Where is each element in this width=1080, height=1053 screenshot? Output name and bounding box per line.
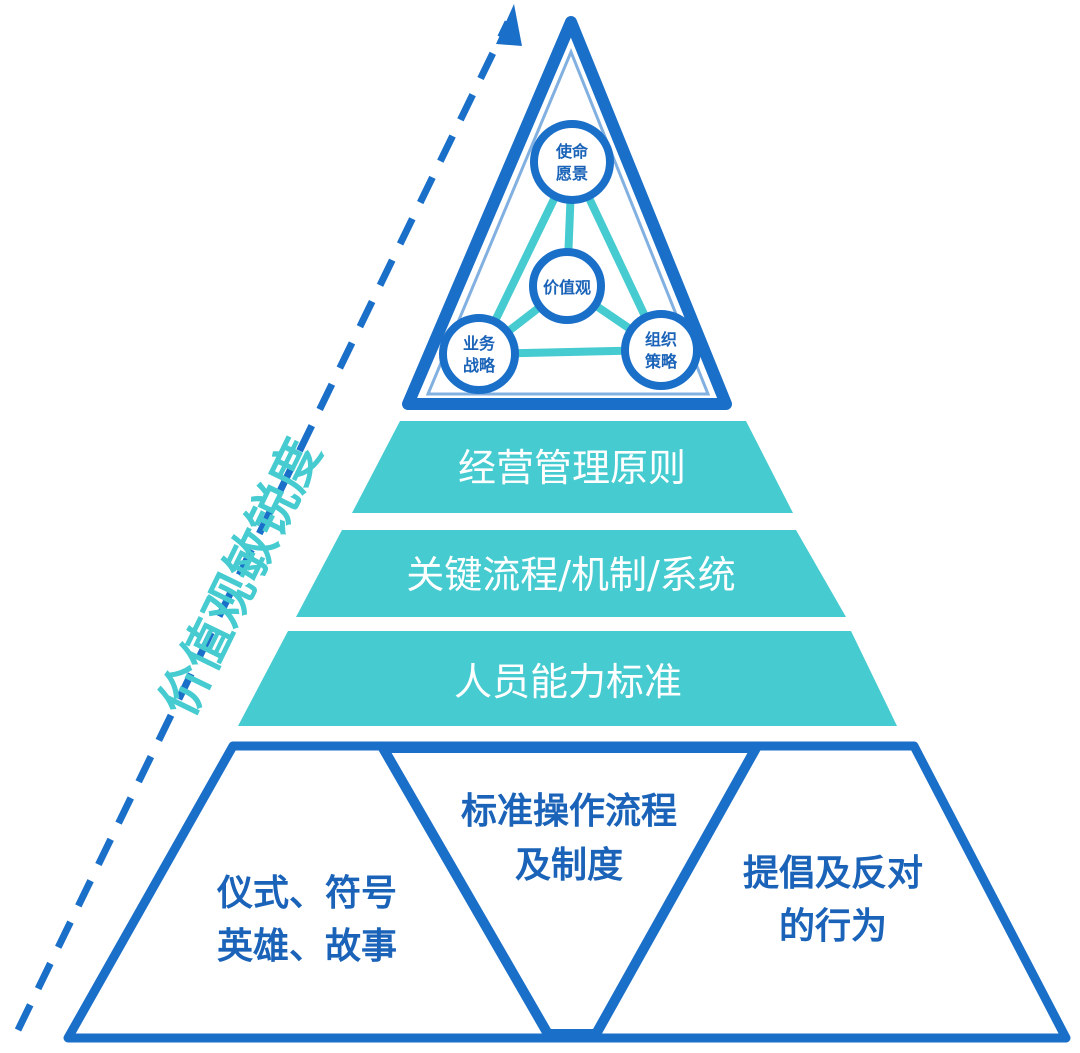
band-management-principles: 经营管理原则	[352, 421, 793, 513]
node-values: 价值观	[529, 248, 605, 324]
band-people-standards: 人员能力标准	[238, 631, 897, 726]
base-right-line2: 的行为	[779, 906, 887, 947]
node-mission-vision: 使命 愿景	[530, 120, 614, 204]
band-management-principles-label: 经营管理原则	[458, 446, 686, 490]
base-left-line2: 英雄、故事	[217, 926, 397, 967]
band-people-standards-label: 人员能力标准	[454, 660, 682, 704]
base-middle-line1: 标准操作流程	[461, 791, 677, 832]
base-left-cell: 仪式、符号 英雄、故事	[216, 873, 397, 967]
base-right-line1: 提倡及反对	[743, 853, 923, 894]
node-business-strategy-line1: 业务	[463, 334, 496, 353]
node-org-strategy: 组织 策略	[621, 310, 701, 390]
node-org-strategy-line1: 组织	[645, 330, 677, 349]
node-org-strategy-line2: 策略	[644, 352, 678, 371]
base-left-line1: 仪式、符号	[216, 873, 397, 914]
node-business-strategy-line2: 战略	[463, 356, 496, 375]
band-key-processes: 关键流程/机制/系统	[296, 530, 846, 617]
base-middle-line2: 及制度	[515, 845, 623, 886]
node-mission-vision-line1: 使命	[555, 142, 589, 161]
band-key-processes-label: 关键流程/机制/系统	[406, 553, 736, 597]
dashed-arrow-up-icon	[14, 4, 522, 1032]
node-values-label: 价值观	[543, 278, 591, 297]
node-business-strategy: 业务 战略	[439, 314, 519, 394]
base-section	[63, 741, 1071, 1043]
base-middle-cell: 标准操作流程 及制度	[461, 791, 677, 886]
node-mission-vision-line2: 愿景	[556, 164, 588, 183]
base-right-cell: 提倡及反对 的行为	[743, 853, 923, 947]
